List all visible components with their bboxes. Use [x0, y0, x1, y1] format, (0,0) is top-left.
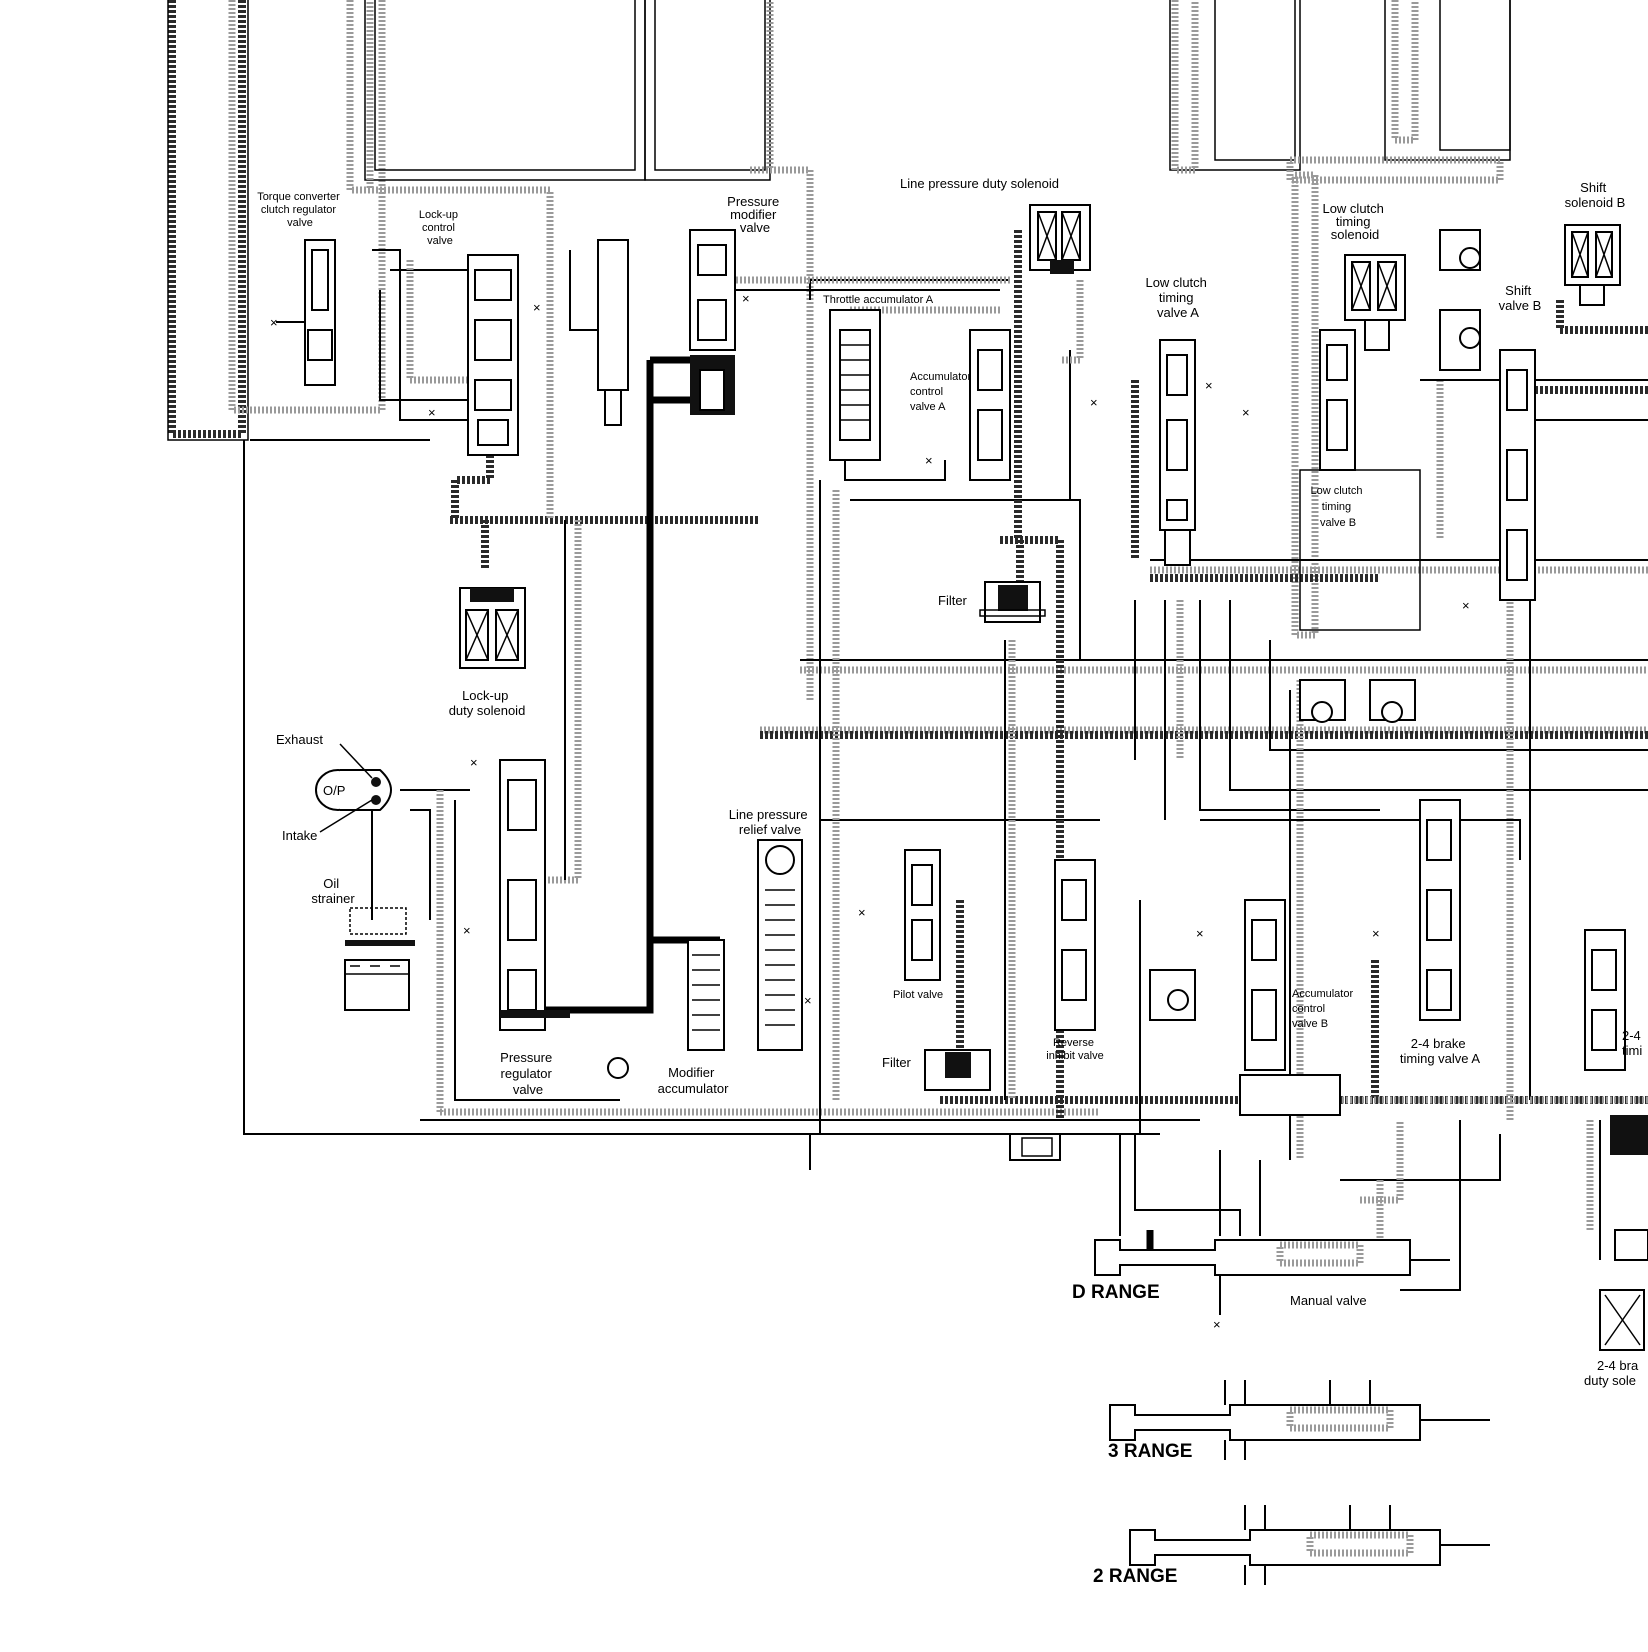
label-shift-valve-b: Shift valve B — [1499, 283, 1542, 313]
manual-valve-2-range — [1129, 1505, 1490, 1585]
label-2-4-brake-duty-solenoid-partial: 2-4 bra duty sole — [1584, 1358, 1642, 1388]
svg-text:×: × — [1213, 1317, 1221, 1332]
svg-text:×: × — [428, 405, 436, 420]
svg-text:×: × — [1372, 926, 1380, 941]
label-modifier-accumulator: Modifier accumulator — [658, 1065, 729, 1096]
label-manual-valve: Manual valve — [1290, 1293, 1367, 1308]
svg-text:×: × — [1242, 405, 1250, 420]
label-oil-strainer: Oil strainer — [311, 876, 355, 906]
label-pressure-modifier-valve: Pressure modifier valve — [727, 194, 783, 235]
leader-lines — [319, 743, 373, 833]
label-intake: Intake — [282, 828, 317, 843]
svg-text:×: × — [470, 755, 478, 770]
label-lockup-control-valve: Lock-up control valve — [419, 209, 461, 247]
label-shift-solenoid-b: Shift solenoid B — [1565, 180, 1626, 210]
label-lockup-duty-solenoid: Lock-up duty solenoid — [449, 688, 526, 718]
label-exhaust: Exhaust — [276, 732, 323, 747]
valves-and-components: × × × × × × — [270, 204, 1648, 1585]
label-3-range: 3 RANGE — [1108, 1441, 1192, 1462]
label-2-range: 2 RANGE — [1093, 1566, 1177, 1587]
manual-valve-d-range: × — [1094, 1239, 1450, 1332]
label-filter-upper: Filter — [938, 593, 968, 608]
label-reverse-inhibit-valve: Reverse inhibit valve — [1046, 1037, 1103, 1062]
label-line-pressure-relief-valve: Line pressure relief valve — [729, 807, 811, 837]
svg-text:×: × — [742, 291, 750, 306]
svg-text:×: × — [1462, 598, 1470, 613]
svg-text:×: × — [925, 453, 933, 468]
svg-text:×: × — [533, 300, 541, 315]
svg-text:×: × — [270, 315, 278, 330]
hydraulic-lines — [167, 0, 1648, 1291]
component-labels: Torque converter clutch regulator valve … — [257, 176, 1644, 1587]
label-2-4-brake-timing-partial: 2-4 timi — [1622, 1028, 1644, 1058]
label-low-clutch-timing-valve-b: Low clutch timing valve B — [1310, 485, 1365, 529]
label-oil-pump: O/P — [323, 783, 345, 798]
label-accumulator-control-valve-a: Accumulator control valve A — [910, 371, 974, 413]
manual-valve-3-range — [1109, 1380, 1490, 1460]
label-2-4-brake-timing-valve-a: 2-4 brake timing valve A — [1400, 1036, 1481, 1066]
svg-text:×: × — [1196, 926, 1204, 941]
svg-text:×: × — [804, 993, 812, 1008]
label-d-range: D RANGE — [1072, 1282, 1160, 1303]
svg-text:×: × — [1090, 395, 1098, 410]
label-line-pressure-duty-solenoid: Line pressure duty solenoid — [900, 176, 1059, 191]
label-throttle-accumulator-a: Throttle accumulator A — [823, 294, 934, 306]
label-torque-converter-valve: Torque converter clutch regulator valve — [257, 191, 343, 229]
svg-text:×: × — [463, 923, 471, 938]
label-accumulator-control-valve-b: Accumulator control valve B — [1292, 988, 1356, 1030]
svg-text:×: × — [1205, 378, 1213, 393]
svg-text:×: × — [858, 905, 866, 920]
label-low-clutch-timing-solenoid: Low clutch timing solenoid — [1322, 201, 1387, 242]
label-pressure-regulator-valve: Pressure regulator valve — [500, 1050, 556, 1097]
label-low-clutch-timing-valve-a: Low clutch timing valve A — [1145, 275, 1210, 320]
label-filter-lower: Filter — [882, 1055, 912, 1070]
label-pilot-valve: Pilot valve — [893, 989, 943, 1001]
